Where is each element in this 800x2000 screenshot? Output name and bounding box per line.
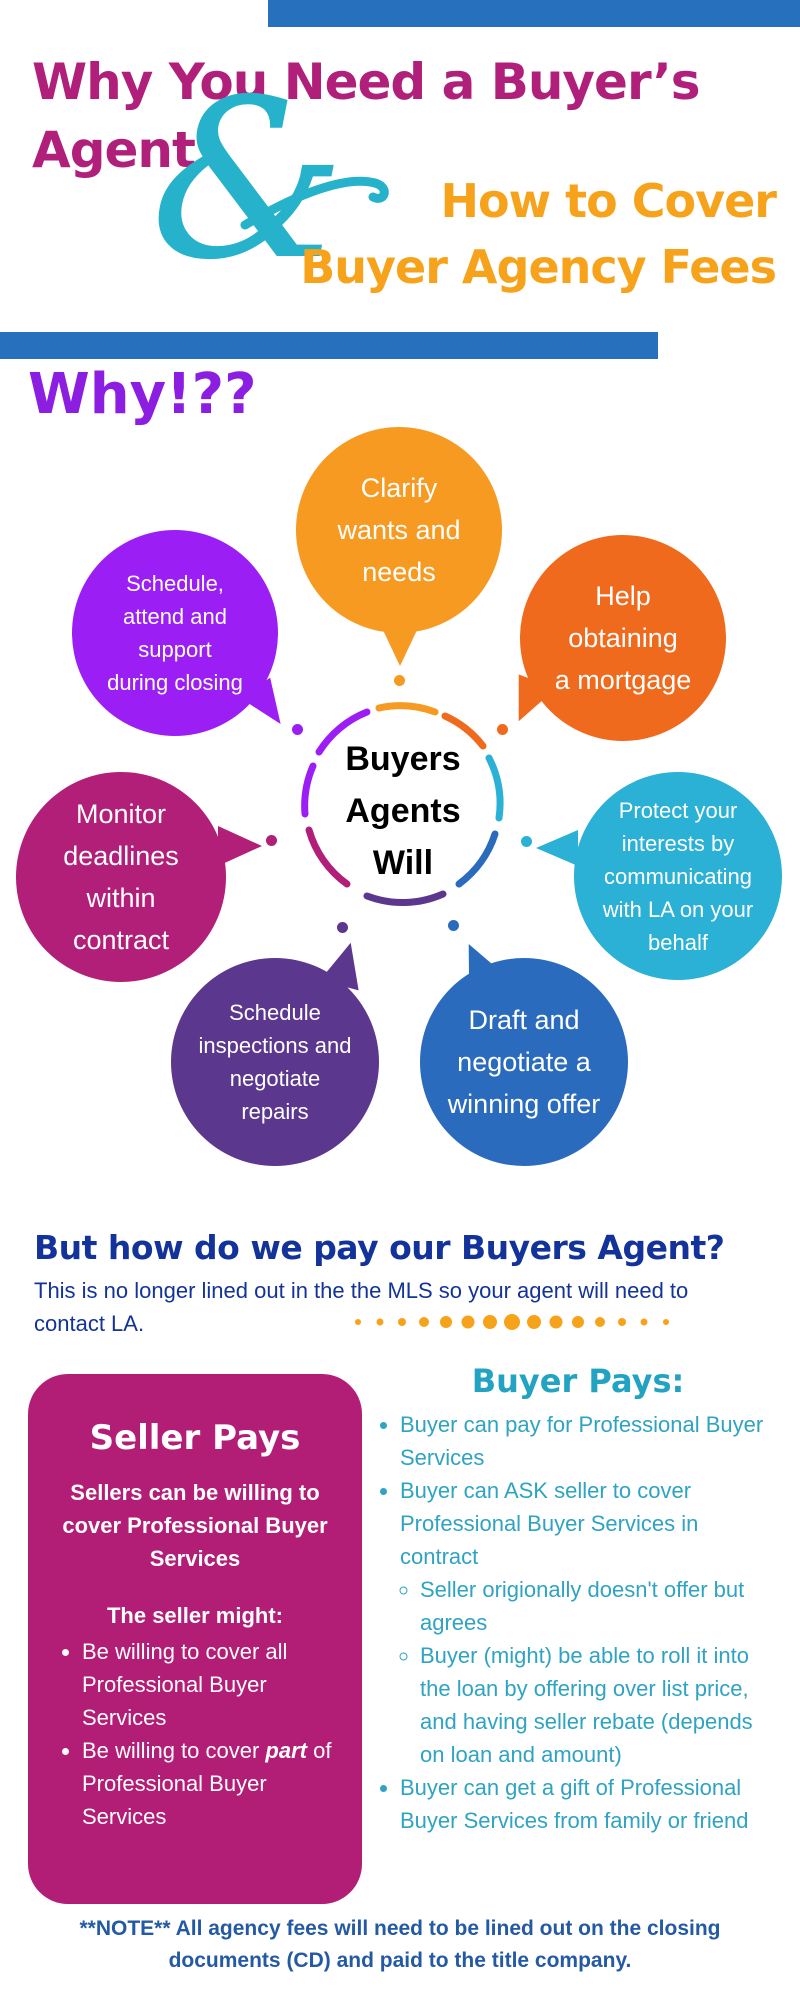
buyer-sub-seller-agrees: Seller origionally doesn't offer but agr… <box>420 1573 778 1639</box>
bubble-clarify-line-2: wants and <box>337 515 461 545</box>
tail-protect <box>536 830 578 866</box>
buyer-option-ask-seller-text: Buyer can ASK seller to cover Profession… <box>400 1478 699 1569</box>
seller-option-part-pre: Be willing to cover <box>82 1738 266 1763</box>
buyer-pays-section: Buyer Pays: Buyer can pay for Profession… <box>378 1362 778 1837</box>
bubble-deadlines-line-3: within <box>86 883 156 913</box>
bubble-mortgage-line-3: a mortgage <box>554 665 692 695</box>
subtitle-line-2: Buyer Agency Fees <box>300 240 777 294</box>
dot-divider <box>355 1314 669 1330</box>
seller-pays-title: Seller Pays <box>89 1418 301 1458</box>
buyer-option-pay: Buyer can pay for Professional Buyer Ser… <box>400 1408 778 1474</box>
bubble-draft-line-2: negotiate a <box>457 1047 591 1077</box>
bubble-inspections-line-1: Schedule <box>229 1000 321 1025</box>
bubble-draft: Draft and negotiate a winning offer <box>420 958 628 1166</box>
bubble-closing-line-3: support <box>138 637 212 662</box>
dot-mortgage <box>497 724 508 735</box>
payment-question: But how do we pay our Buyers Agent? <box>34 1228 725 1267</box>
bubble-closing-line-2: attend and <box>123 604 227 629</box>
bubble-deadlines-line-4: contract <box>72 925 170 955</box>
bubble-protect-line-5: behalf <box>648 929 708 955</box>
bubble-protect-line-4: with LA on your <box>602 896 754 922</box>
center-label: Buyers Agents Will <box>318 733 488 889</box>
buyer-pays-title: Buyer Pays: <box>471 1362 685 1400</box>
buyer-ask-sublist: Seller origionally doesn't offer but agr… <box>400 1573 778 1771</box>
ampersand-logo: & <box>150 52 346 308</box>
seller-pays-summary: Sellers can be willing to cover Professi… <box>62 1480 328 1571</box>
seller-option-part: Be willing to cover part of Professional… <box>82 1734 350 1833</box>
buyer-sub-roll-into-loan: Buyer (might) be able to roll it into th… <box>420 1639 778 1771</box>
tail-clarify <box>382 628 418 666</box>
bubble-clarify-line-3: needs <box>362 557 436 587</box>
bubble-mortgage-line-1: Help <box>595 581 651 611</box>
buyer-options-list: Buyer can pay for Professional Buyer Ser… <box>378 1408 778 1837</box>
bubble-deadlines-line-2: deadlines <box>63 841 179 871</box>
bubble-protect: Protect your interests by communicating … <box>574 772 782 980</box>
bubble-inspections-line-2: inspections and <box>198 1033 352 1058</box>
seller-option-part-em: part <box>265 1738 307 1763</box>
center-line-1: Buyers <box>345 740 461 778</box>
bubble-protect-line-2: interests by <box>621 830 735 856</box>
seller-options-list: Be willing to cover all Professional Buy… <box>56 1635 350 1833</box>
bubble-protect-line-1: Protect your <box>618 797 738 823</box>
closing-note: **NOTE** All agency fees will need to be… <box>79 1917 721 1972</box>
bubble-draft-line-1: Draft and <box>468 1005 580 1035</box>
center-line-2: Agents <box>345 792 461 830</box>
buyer-option-ask-seller: Buyer can ASK seller to cover Profession… <box>400 1474 778 1771</box>
bubble-inspections: Schedule inspections and negotiate repai… <box>171 958 379 1166</box>
ampersand-swash <box>240 176 389 230</box>
why-heading: Why!?? <box>28 362 257 427</box>
dot-protect <box>521 836 532 847</box>
bubble-closing-line-1: Schedule, <box>126 571 224 596</box>
title-line-1: Why You Need a Buyer’s <box>32 53 700 111</box>
bubble-mortgage-line-2: obtaining <box>568 623 678 653</box>
subtitle-line-1: How to Cover <box>440 174 777 228</box>
seller-might-label: The seller might: <box>106 1603 284 1628</box>
payment-intro: This is no longer lined out in the the M… <box>34 1278 689 1336</box>
buyer-option-gift: Buyer can get a gift of Professional Buy… <box>400 1771 778 1837</box>
center-ring <box>301 702 504 907</box>
bubble-closing-line-4: during closing <box>107 670 243 695</box>
bubble-deadlines-line-1: Monitor <box>75 799 167 829</box>
seller-option-all: Be willing to cover all Professional Buy… <box>82 1635 350 1734</box>
bubble-inspections-line-3: negotiate <box>229 1066 321 1091</box>
bubble-mortgage: Help obtaining a mortgage <box>520 535 726 741</box>
dot-draft <box>448 920 459 931</box>
header-divider-bar <box>0 332 658 359</box>
top-blue-bar <box>268 0 800 27</box>
bubble-inspections-line-4: repairs <box>241 1099 309 1124</box>
bubble-clarify-line-1: Clarify <box>360 473 438 503</box>
dot-deadlines <box>266 835 277 846</box>
center-line-3: Will <box>372 844 434 882</box>
bubble-draft-line-3: winning offer <box>447 1089 601 1119</box>
dot-closing <box>292 724 303 735</box>
seller-pays-card: Seller Pays Sellers can be willing to co… <box>28 1374 362 1904</box>
bubble-closing: Schedule, attend and support during clos… <box>72 530 278 736</box>
bubble-deadlines: Monitor deadlines within contract <box>16 772 226 982</box>
seller-option-part-post: of Professional Buyer Services <box>82 1738 332 1829</box>
dot-clarify <box>394 675 405 686</box>
bubble-protect-line-3: communicating <box>604 863 752 889</box>
dot-inspections <box>337 922 348 933</box>
title-line-2: Agent <box>32 121 196 179</box>
tail-deadlines <box>218 826 262 866</box>
bubble-clarify: Clarify wants and needs <box>296 427 502 633</box>
